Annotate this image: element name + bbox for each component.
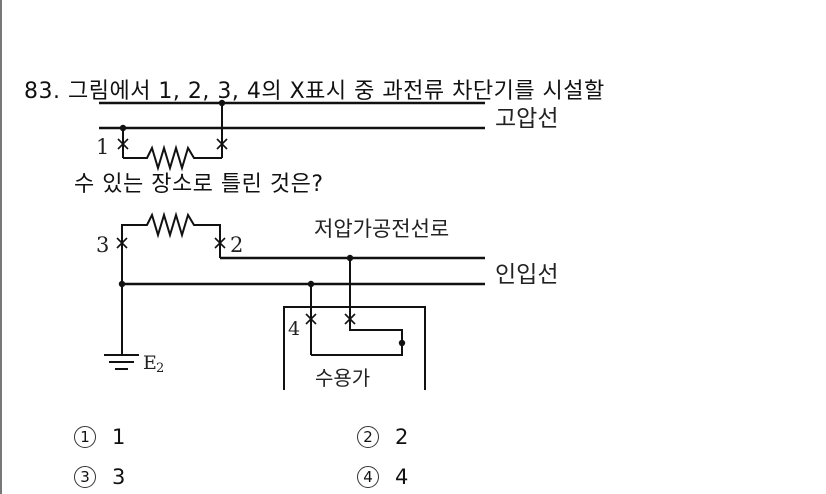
resistor-lower [121, 211, 221, 284]
label-low-voltage-overhead-line: 저압가공전선로 [314, 217, 449, 241]
label-consumer: 수용가 [315, 366, 370, 390]
breaker-mark-1 [117, 138, 129, 150]
option-4[interactable]: 4 4 [357, 465, 408, 489]
question-text: 83. 그림에서 1, 2, 3, 4의 X표시 중 과전류 차단기를 시설할 … [24, 14, 605, 262]
option-marker: 3 [74, 466, 96, 488]
option-marker: 2 [357, 426, 379, 448]
option-text: 1 [112, 425, 126, 449]
label-point-3: 3 [96, 233, 109, 257]
consumer-box [283, 306, 426, 390]
option-3[interactable]: 3 3 [74, 465, 125, 489]
label-point-2: 2 [230, 233, 243, 257]
breaker-mark-upper-right [216, 138, 228, 150]
label-service-line: 인입선 [495, 262, 558, 288]
label-ground-subscript: 2 [156, 361, 164, 376]
option-marker: 1 [74, 426, 96, 448]
option-text: 2 [395, 425, 409, 449]
resistor-upper [123, 144, 222, 172]
label-point-4: 4 [288, 318, 300, 340]
breaker-mark-2 [214, 237, 226, 249]
option-2[interactable]: 2 2 [357, 425, 408, 449]
label-high-voltage-line: 고압선 [495, 106, 558, 132]
option-marker: 4 [357, 466, 379, 488]
breaker-mark-4 [305, 313, 317, 325]
question-line-2: 수 있는 장소로 틀린 것은? [74, 172, 324, 197]
label-point-1: 1 [96, 135, 109, 159]
breaker-mark-consumer [344, 313, 356, 325]
label-ground: E [143, 352, 157, 374]
option-text: 3 [112, 465, 126, 489]
option-1[interactable]: 1 1 [74, 425, 125, 449]
option-text: 4 [395, 465, 409, 489]
question-line-1: 83. 그림에서 1, 2, 3, 4의 X표시 중 과전류 차단기를 시설할 [24, 79, 605, 104]
breaker-mark-3 [116, 237, 128, 249]
